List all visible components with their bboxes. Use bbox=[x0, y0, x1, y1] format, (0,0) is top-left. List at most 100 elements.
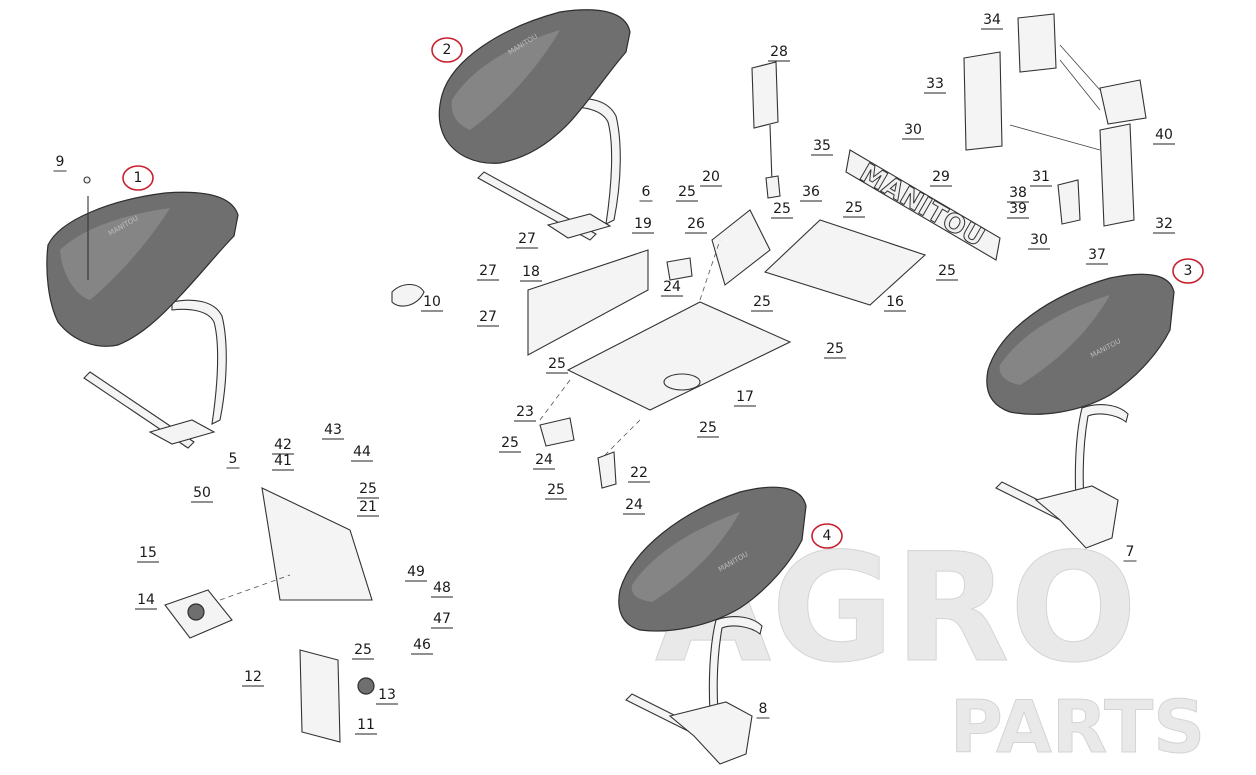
callout-c9: 9 bbox=[56, 154, 65, 170]
callout-c8: 8 bbox=[759, 701, 768, 717]
bolt-9-head bbox=[83, 176, 91, 184]
fender-2-assembly: MANITOU bbox=[438, 9, 631, 241]
callout-c30a: 30 bbox=[904, 122, 922, 138]
callout-c25h: 25 bbox=[699, 420, 717, 436]
callout-c12: 12 bbox=[244, 669, 262, 685]
bracket-6-plate bbox=[546, 213, 612, 239]
callout-c28: 28 bbox=[770, 44, 788, 60]
fender-4-assembly: MANITOU bbox=[618, 486, 807, 765]
mirror-links bbox=[1009, 44, 1101, 151]
callout-c25k: 25 bbox=[359, 481, 377, 497]
grommet-10 bbox=[391, 283, 425, 307]
callout-c38: 38 bbox=[1009, 185, 1027, 201]
callout-c16: 16 bbox=[886, 294, 904, 310]
mirror-28 bbox=[751, 61, 781, 199]
callout-c25l: 25 bbox=[354, 642, 372, 658]
callout-c25f: 25 bbox=[826, 341, 844, 357]
callout-c10: 10 bbox=[423, 294, 441, 310]
callout-c25g: 25 bbox=[548, 356, 566, 372]
callout-c34: 34 bbox=[983, 12, 1001, 28]
callout-c20: 20 bbox=[702, 169, 720, 185]
panel-17 bbox=[566, 301, 792, 411]
bracket-6-stem bbox=[567, 98, 621, 225]
callout-c27c: 27 bbox=[479, 309, 497, 325]
callout-c47: 47 bbox=[433, 611, 451, 627]
dash-3 bbox=[699, 239, 721, 301]
panel-17-hole bbox=[663, 373, 701, 391]
callout-ring-c4 bbox=[811, 523, 843, 549]
callout-c2: 2 bbox=[443, 42, 452, 58]
fender-3-highlight bbox=[999, 295, 1110, 385]
callout-c32: 32 bbox=[1155, 216, 1173, 232]
fender-4-highlight bbox=[631, 512, 740, 602]
mirror-28-arm bbox=[769, 124, 773, 183]
bracket-31 bbox=[1057, 179, 1081, 225]
mirror-33 bbox=[963, 51, 1003, 151]
watermark-parts: PARTS bbox=[950, 685, 1205, 769]
callout-c15: 15 bbox=[139, 545, 157, 561]
dash-4 bbox=[219, 574, 291, 601]
mirror-28-mount bbox=[765, 175, 781, 199]
callout-c43: 43 bbox=[324, 422, 342, 438]
filler-14-cap bbox=[187, 603, 205, 621]
fender-3 bbox=[986, 273, 1175, 415]
mirror-34 bbox=[1017, 13, 1057, 73]
fender-3-assembly: MANITOU bbox=[986, 273, 1175, 549]
mirror-40 bbox=[1099, 123, 1135, 227]
callout-c22: 22 bbox=[630, 465, 648, 481]
callout-c24a: 24 bbox=[663, 279, 681, 295]
mirror-head bbox=[1099, 79, 1147, 125]
fender-4 bbox=[618, 486, 807, 632]
cap-13 bbox=[357, 677, 375, 695]
callout-c13: 13 bbox=[378, 687, 396, 703]
callout-c35: 35 bbox=[813, 138, 831, 154]
fender-2 bbox=[438, 9, 631, 164]
callout-c30b: 30 bbox=[1030, 232, 1048, 248]
callout-c1: 1 bbox=[134, 170, 143, 186]
callout-c49: 49 bbox=[407, 564, 425, 580]
callout-c6: 6 bbox=[642, 184, 651, 200]
bracket-5-plate bbox=[148, 419, 216, 445]
callout-ring-c2 bbox=[431, 37, 463, 63]
callout-c5: 5 bbox=[229, 451, 238, 467]
callout-c25a: 25 bbox=[678, 184, 696, 200]
dash-2 bbox=[604, 419, 641, 456]
lower-left-group bbox=[164, 283, 425, 743]
callout-c31: 31 bbox=[1032, 169, 1050, 185]
callout-labels: 1234567891011121314151617181920212223242… bbox=[53, 12, 1204, 735]
bracket-19 bbox=[666, 257, 693, 281]
bracket-5-stem bbox=[171, 299, 227, 425]
callout-c11: 11 bbox=[357, 717, 375, 733]
callout-c37: 37 bbox=[1088, 247, 1106, 263]
callout-c46: 46 bbox=[413, 637, 431, 653]
bracket-8-plate bbox=[668, 701, 753, 765]
callout-c19: 19 bbox=[634, 216, 652, 232]
callout-ring-c1 bbox=[122, 165, 154, 191]
callout-c14: 14 bbox=[137, 592, 155, 608]
mirror-28-glass bbox=[751, 61, 779, 129]
callout-c3: 3 bbox=[1184, 263, 1193, 279]
bracket-20 bbox=[711, 209, 771, 286]
callout-c18: 18 bbox=[522, 264, 540, 280]
callout-c27b: 27 bbox=[479, 263, 497, 279]
callout-c4: 4 bbox=[823, 528, 832, 544]
callout-c21: 21 bbox=[359, 499, 377, 515]
callout-c39: 39 bbox=[1009, 201, 1027, 217]
callout-c24b: 24 bbox=[535, 452, 553, 468]
callout-ring-c3 bbox=[1172, 258, 1204, 284]
callout-c36: 36 bbox=[802, 184, 820, 200]
callout-c17: 17 bbox=[736, 389, 754, 405]
bracket-7-plate bbox=[1034, 485, 1119, 549]
fender-2-highlight bbox=[451, 30, 560, 130]
callout-c7: 7 bbox=[1126, 544, 1135, 560]
callout-c26: 26 bbox=[687, 216, 705, 232]
callout-c29: 29 bbox=[932, 169, 950, 185]
callout-c25e: 25 bbox=[753, 294, 771, 310]
callout-c25i: 25 bbox=[501, 435, 519, 451]
mirror-group-right bbox=[963, 13, 1147, 227]
bracket-23 bbox=[539, 417, 575, 447]
callout-c25j: 25 bbox=[547, 482, 565, 498]
callout-c25c: 25 bbox=[845, 200, 863, 216]
callout-c27a: 27 bbox=[518, 231, 536, 247]
